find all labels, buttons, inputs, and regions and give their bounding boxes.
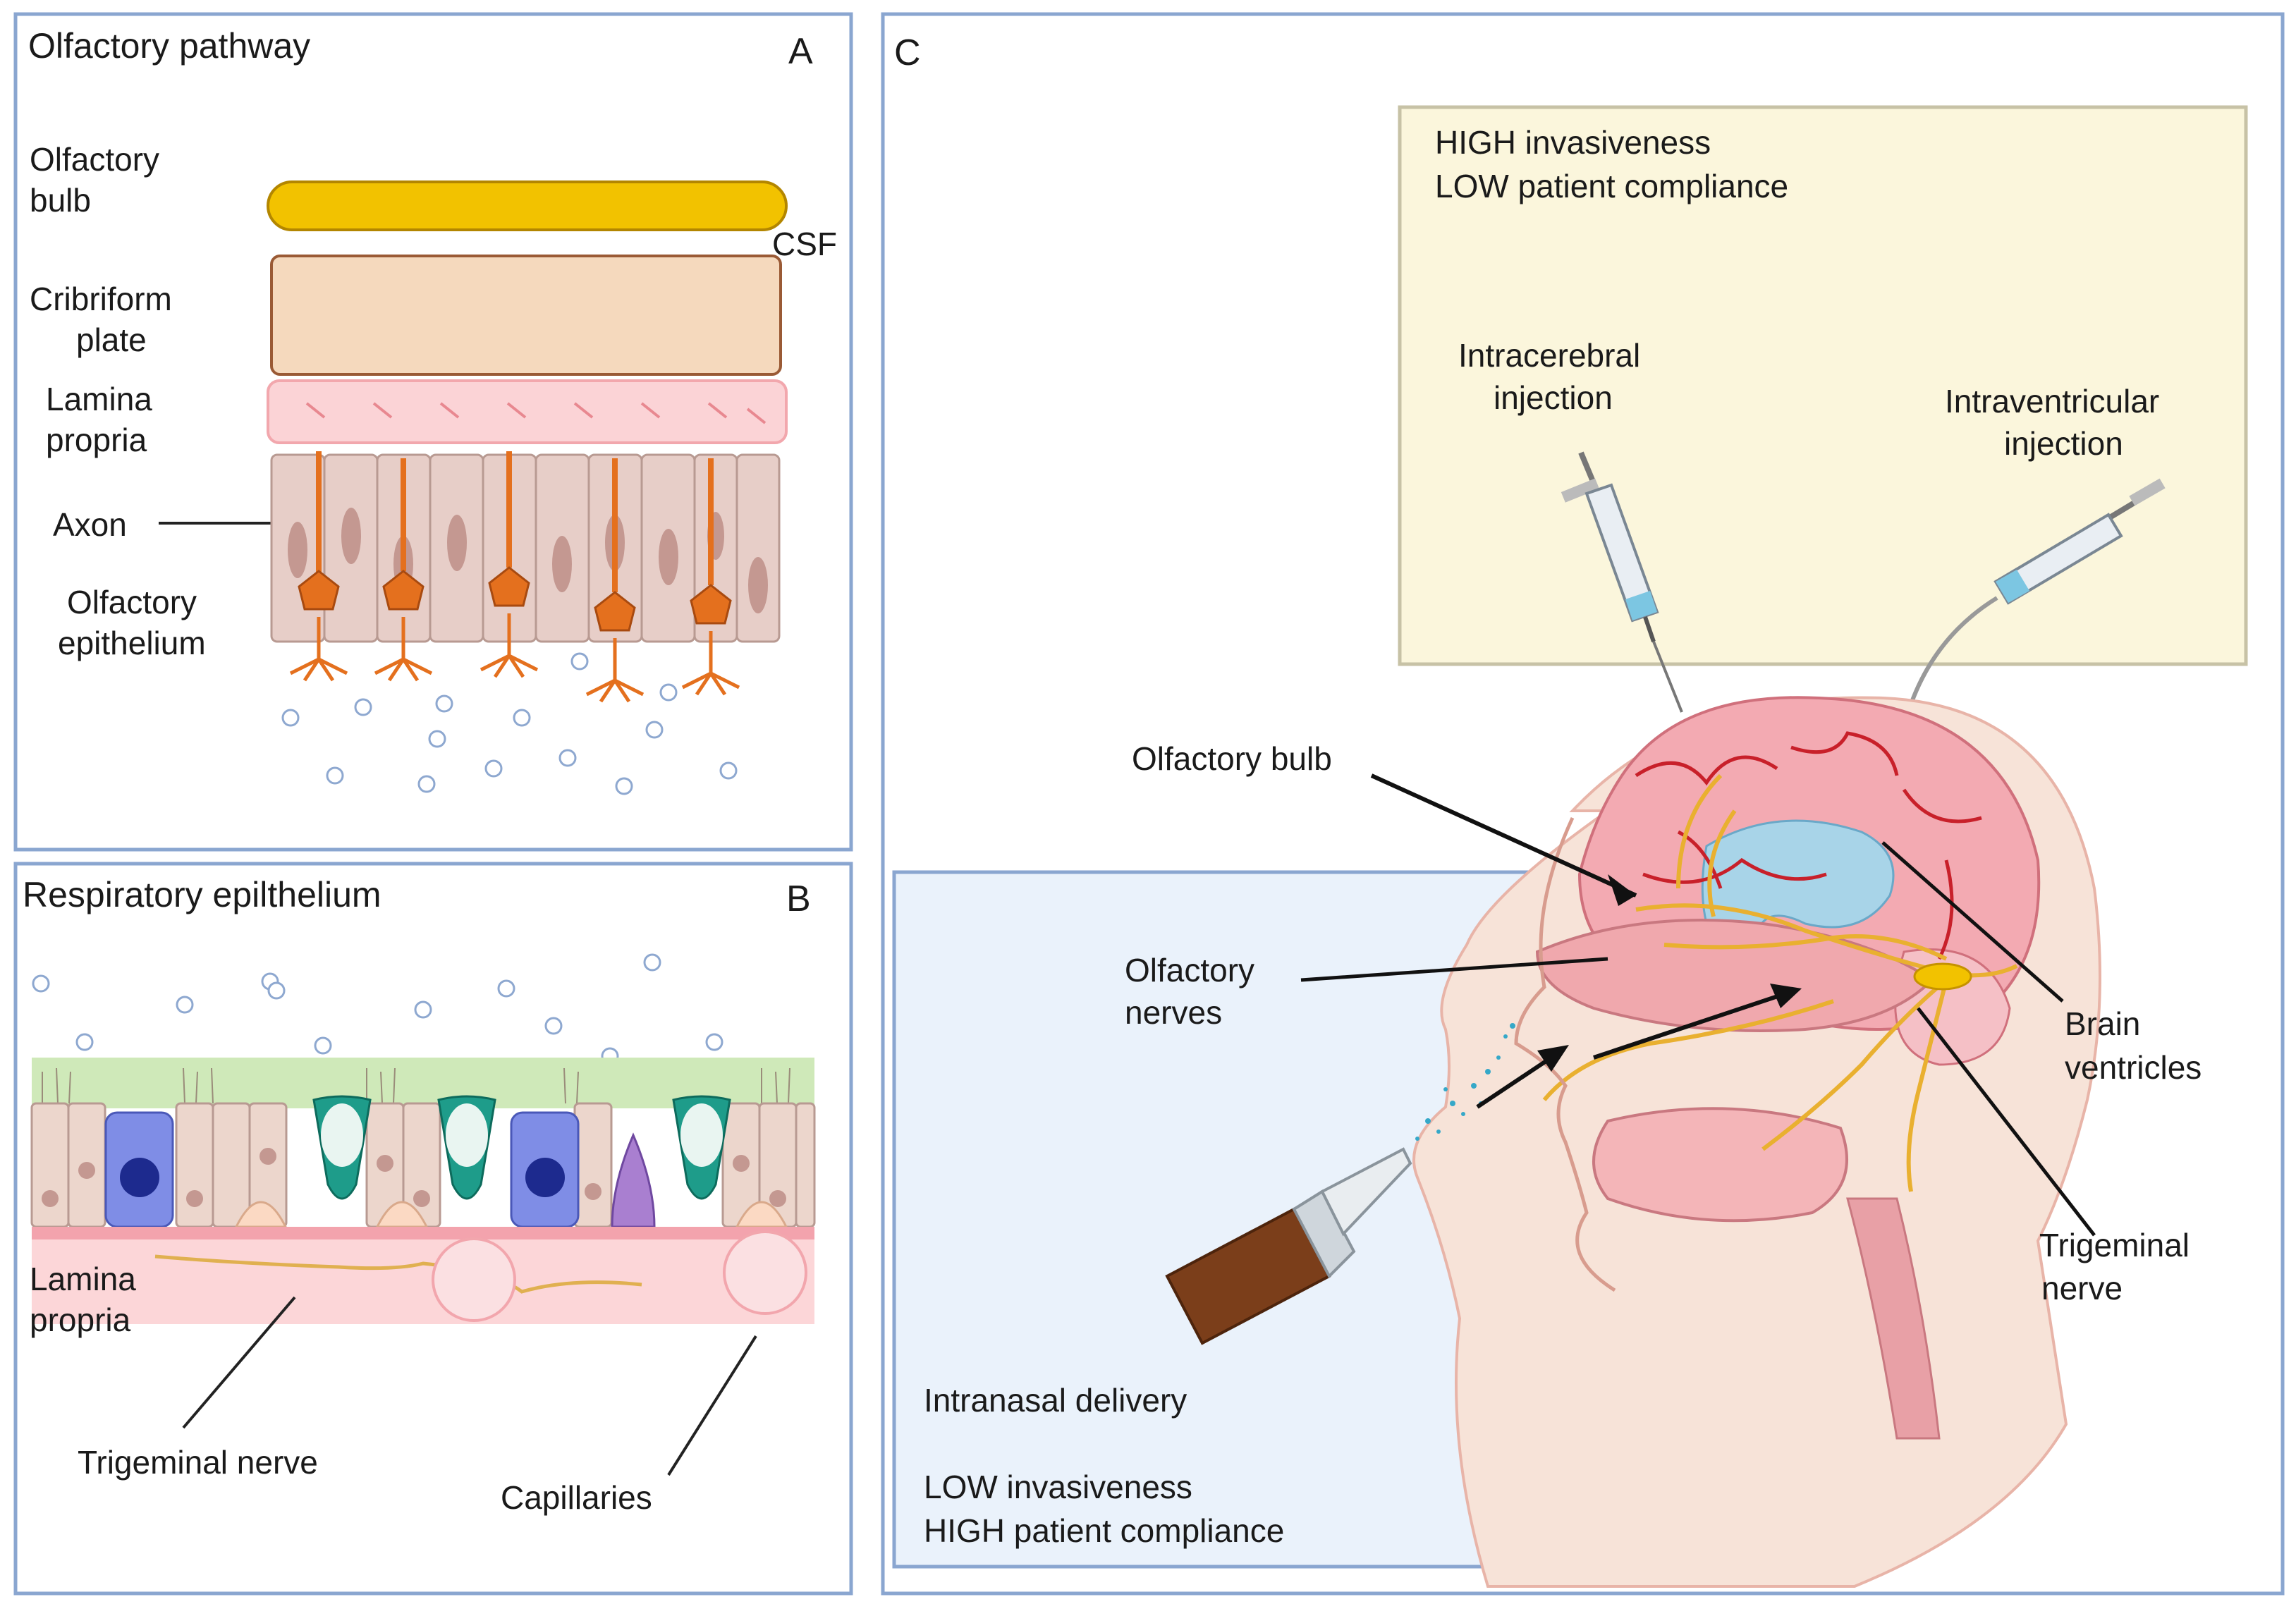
panel-b-title: Respiratory epilthelium: [23, 875, 381, 914]
olfactory-bulb-layer: [267, 180, 788, 231]
label-intraventricular-2: injection: [2004, 425, 2123, 462]
label-c-olfactory-nerves-1: Olfactory: [1125, 952, 1254, 988]
label-c-trigeminal-1: Trigeminal: [2039, 1227, 2190, 1263]
label-olfactory-bulb-2: bulb: [30, 182, 91, 219]
high-box-line-2: LOW patient compliance: [1435, 168, 1788, 204]
label-intranasal-delivery: Intranasal delivery: [924, 1382, 1187, 1419]
label-lamina-1: Lamina: [46, 381, 152, 417]
capillary-1: [432, 1237, 516, 1322]
label-c-brain-ventricles-1: Brain: [2065, 1005, 2140, 1042]
label-epithelium-2: epithelium: [58, 625, 206, 661]
label-b-capillaries: Capillaries: [501, 1479, 652, 1516]
olfactory-epithelium: [270, 453, 781, 643]
neuron-5: [681, 458, 740, 696]
nasal-spray-icon: [1165, 1023, 1515, 1345]
cilia: [42, 1067, 790, 1104]
neuron-2: [374, 458, 433, 682]
particles-b: [32, 953, 723, 1065]
panel-b: Respiratory epilthelium B: [13, 862, 853, 1596]
panel-a-title: Olfactory pathway: [28, 26, 310, 66]
trigeminal-pointer-line: [182, 1296, 296, 1429]
label-intraventricular-1: Intraventricular: [1945, 383, 2159, 420]
lamina-propria-b: [32, 1239, 814, 1324]
label-c-olfactory-bulb: Olfactory bulb: [1132, 740, 1332, 777]
label-olfactory-bulb-1: Olfactory: [30, 141, 159, 178]
label-intracerebral-2: injection: [1494, 379, 1613, 416]
label-epithelium-1: Olfactory: [67, 584, 197, 620]
label-axon: Axon: [53, 506, 127, 543]
label-b-lamina-1: Lamina: [30, 1261, 136, 1297]
neuron-4: [585, 458, 645, 703]
brush-cell: [611, 1132, 656, 1228]
label-c-brain-ventricles-2: ventricles: [2065, 1049, 2202, 1086]
trigeminal-fiber: [154, 1254, 642, 1294]
panel-a-letter: A: [788, 31, 813, 72]
goblet-cells: [312, 1095, 731, 1200]
cribriform-plate-layer: [270, 255, 782, 376]
label-c-olfactory-nerves-2: nerves: [1125, 994, 1222, 1031]
olfactory-neurons: [289, 451, 740, 703]
panel-c: C HIGH invasiveness LOW patient complian…: [881, 12, 2285, 1596]
lamina-propria-layer: [267, 379, 788, 444]
high-box-line-1: HIGH invasiveness: [1435, 124, 1711, 161]
capillary-2: [723, 1230, 807, 1315]
label-csf: CSF: [772, 226, 837, 262]
basement-membrane: [32, 1227, 814, 1239]
panel-c-pointers: [1300, 773, 2096, 1237]
particles-a: [281, 652, 738, 795]
label-b-lamina-2: propria: [30, 1302, 131, 1338]
neuron-1: [289, 451, 348, 682]
label-cribriform-1: Cribriform: [30, 281, 172, 317]
low-box-line-2: HIGH patient compliance: [924, 1512, 1284, 1549]
high-invasiveness-box: [1398, 105, 2248, 666]
label-cribriform-2: plate: [76, 322, 147, 358]
respiratory-nuclei: [42, 1148, 786, 1207]
blue-cells: [104, 1111, 580, 1228]
label-intracerebral-1: Intracerebral: [1458, 337, 1640, 374]
label-b-trigeminal: Trigeminal nerve: [78, 1444, 318, 1481]
label-lamina-2: propria: [46, 422, 147, 458]
head-anatomy: [1412, 696, 2101, 1588]
neuron-3: [480, 451, 539, 678]
lamina-marks: [305, 402, 767, 424]
panel-a: Olfactory pathway A Olfactory bulb CSF C…: [13, 12, 853, 852]
intracerebral-syringe-icon: [1561, 451, 1683, 713]
panel-c-letter: C: [894, 32, 921, 73]
panel-b-letter: B: [786, 878, 811, 919]
capillaries-pointer-line: [667, 1335, 757, 1476]
basal-cells: [234, 1201, 788, 1228]
low-box-line-1: LOW invasiveness: [924, 1469, 1192, 1505]
label-c-trigeminal-2: nerve: [2041, 1270, 2123, 1306]
